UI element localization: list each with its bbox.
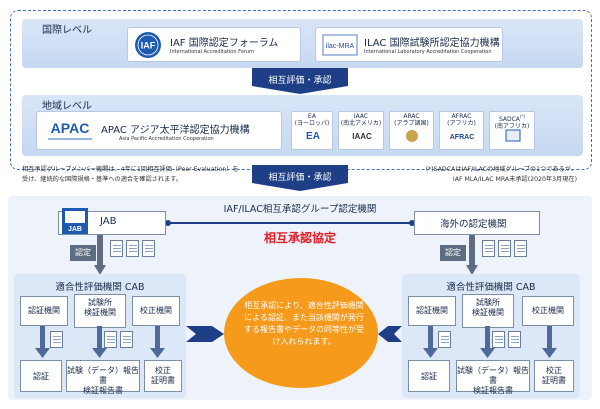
cab-left-certification-result: 認証 bbox=[20, 360, 62, 392]
down-arrow-1-icon bbox=[252, 68, 348, 94]
member-sadca-region: (南アフリカ) bbox=[494, 123, 530, 130]
cert-doc-left-2-icon bbox=[126, 240, 139, 257]
cab-right-test-report: 試験（データ）報告書 検証報告書 bbox=[456, 360, 530, 395]
iaac-logo-icon: IAAC bbox=[352, 132, 372, 141]
apac-logo-icon: APAC bbox=[48, 120, 92, 140]
member-iaac-card: IAAC (南北アメリカ) IAAC bbox=[338, 111, 384, 150]
cab-left-doc-2-icon bbox=[104, 331, 117, 348]
ilac-card: ilac-MRA ILAC 国際試験所認定協力機構 International … bbox=[315, 27, 503, 62]
cab-left-calibration-certificate: 校正 証明書 bbox=[144, 360, 182, 392]
equivalence-text: 相互承認により、適合性評価機関による認証、また当該機関が発行する報告書やデータの… bbox=[244, 301, 364, 346]
mutual-evaluation-label-2: 相互評価・承認 bbox=[268, 173, 332, 183]
apac-title: APAC アジア太平洋認定協力機構 bbox=[101, 125, 250, 136]
equivalence-ellipse bbox=[224, 278, 378, 388]
iaf-card: IAF IAF 国際認定フォーラム International Accredit… bbox=[127, 27, 301, 62]
sadca-note-line-2: IAF MLA/ILAC MRA未承認(2020年3月現在) bbox=[452, 176, 577, 183]
cert-doc-left-3-icon bbox=[142, 240, 155, 257]
jab-label: JAB bbox=[100, 216, 117, 227]
svg-text:AFRAC: AFRAC bbox=[450, 134, 474, 141]
svg-text:JAB: JAB bbox=[68, 226, 82, 233]
svg-text:IAAC: IAAC bbox=[352, 132, 372, 141]
regional-level-label: 地域レベル bbox=[42, 101, 92, 112]
cab-left-doc-3-icon bbox=[120, 331, 133, 348]
ilac-title: ILAC 国際試験所認定協力機構 bbox=[364, 38, 500, 49]
apac-card: APAC APAC アジア太平洋認定協力機構 Asia Pacific Accr… bbox=[36, 111, 282, 150]
svg-text:APAC: APAC bbox=[51, 120, 90, 136]
member-ea-region: (ヨーロッパ) bbox=[294, 120, 330, 127]
cab-left-certification-body: 認証機関 bbox=[20, 296, 68, 326]
cab-right-doc-1-icon bbox=[438, 331, 451, 348]
group-title: IAF/ILAC相互承認グループ認定機関 bbox=[223, 204, 377, 215]
cert-doc-right-3-icon bbox=[514, 240, 527, 257]
svg-text:ilac-MRA: ilac-MRA bbox=[326, 43, 355, 50]
agreement-link-icon bbox=[166, 220, 414, 226]
iaf-subtitle: International Accreditation Forum bbox=[170, 49, 254, 55]
cab-right-title: 適合性評価機関 CAB bbox=[446, 282, 536, 293]
down-arrow-2-icon bbox=[252, 165, 348, 191]
cert-doc-left-1-icon bbox=[110, 240, 123, 257]
cab-right-certification-result: 認証 bbox=[408, 360, 450, 392]
member-afrac-region: (アフリカ) bbox=[447, 120, 476, 127]
ellipse-right-arrow-icon bbox=[378, 326, 402, 342]
afrac-logo-icon: AFRAC bbox=[450, 134, 474, 141]
cab-right-calibration-certificate: 校正 証明書 bbox=[534, 360, 574, 392]
member-sadca-card: SADCA(*) (南アフリカ) bbox=[489, 111, 535, 150]
ilac-mra-logo-icon: ilac-MRA bbox=[322, 34, 358, 56]
sadca-note-mark: (*) bbox=[519, 114, 526, 119]
cab-right-doc-2-icon bbox=[492, 331, 505, 348]
cab-right-calibration-lab: 校正機関 bbox=[522, 296, 574, 326]
member-sadca-name-row: SADCA(*) bbox=[490, 113, 534, 123]
accredit-tag-right: 認定 bbox=[440, 245, 466, 261]
member-arac-card: ARAC (アラブ諸国) bbox=[389, 111, 434, 150]
arac-logo-icon bbox=[406, 130, 418, 142]
member-afrac-name: AFRAC bbox=[451, 113, 472, 120]
international-level-label: 国際レベル bbox=[42, 25, 92, 36]
svg-text:IAF: IAF bbox=[141, 41, 156, 51]
member-iaac-region: (南北アメリカ) bbox=[340, 120, 382, 127]
iaf-logo-icon: IAF bbox=[135, 32, 161, 58]
member-ea-card: EA (ヨーロッパ) EA bbox=[291, 111, 333, 150]
accredit-tag-left: 認定 bbox=[70, 245, 96, 261]
apac-subtitle: Asia Pacific Accreditation Cooperation bbox=[119, 136, 214, 142]
ilac-subtitle: International Laboratory Accreditation C… bbox=[364, 49, 492, 55]
accredit-arrow-left-icon bbox=[94, 235, 106, 275]
cab-right-certification-body: 認証機関 bbox=[408, 296, 456, 326]
sadca-logo-icon bbox=[505, 129, 521, 142]
ea-logo-icon: EA bbox=[306, 131, 320, 142]
cab-right-testing-lab: 試験所 検証機関 bbox=[462, 294, 514, 328]
member-afrac-card: AFRAC (アフリカ) AFRAC bbox=[439, 111, 484, 150]
cab-right-arrows-icon bbox=[423, 326, 557, 358]
member-arac-name: ARAC bbox=[403, 113, 420, 120]
sadca-note-line-1: (*)SADCAはIAF/ILACの地域グループの1つであるが、 bbox=[425, 166, 577, 173]
cab-left-arrows-icon bbox=[35, 326, 165, 358]
member-sadca-name: SADCA bbox=[498, 116, 520, 123]
cert-doc-right-2-icon bbox=[498, 240, 511, 257]
mutual-recognition-agreement: 相互承認協定 bbox=[263, 231, 336, 245]
iaf-title: IAF 国際認定フォーラム bbox=[170, 38, 279, 49]
overseas-label: 海外の認定機関 bbox=[440, 219, 507, 230]
mutual-evaluation-label-1: 相互評価・承認 bbox=[268, 76, 332, 86]
member-arac-region: (アラブ諸国) bbox=[394, 120, 429, 127]
cab-left-doc-1-icon bbox=[50, 331, 63, 348]
ellipse-left-arrow-icon bbox=[186, 326, 224, 342]
member-iaac-name: IAAC bbox=[353, 113, 369, 120]
svg-text:EA: EA bbox=[306, 131, 320, 142]
jab-logo-icon: JAB bbox=[62, 208, 88, 234]
member-ea-name: EA bbox=[308, 113, 316, 120]
overseas-accreditation-body-box bbox=[414, 211, 540, 235]
cab-left-testing-lab: 試験所 検証機関 bbox=[74, 294, 126, 328]
accredit-arrow-right-icon bbox=[466, 235, 478, 275]
cert-doc-right-1-icon bbox=[482, 240, 495, 257]
peer-evaluation-note: 相互承認グループメンバー機関は、4年に1回相互評価（Peer Evaluatio… bbox=[22, 166, 239, 183]
cab-right-doc-3-icon bbox=[508, 331, 521, 348]
cab-left-test-report: 試験（データ）報告書 検証報告書 bbox=[66, 360, 140, 395]
cab-left-title: 適合性評価機関 CAB bbox=[55, 282, 145, 293]
cab-left-calibration-lab: 校正機関 bbox=[132, 296, 180, 326]
